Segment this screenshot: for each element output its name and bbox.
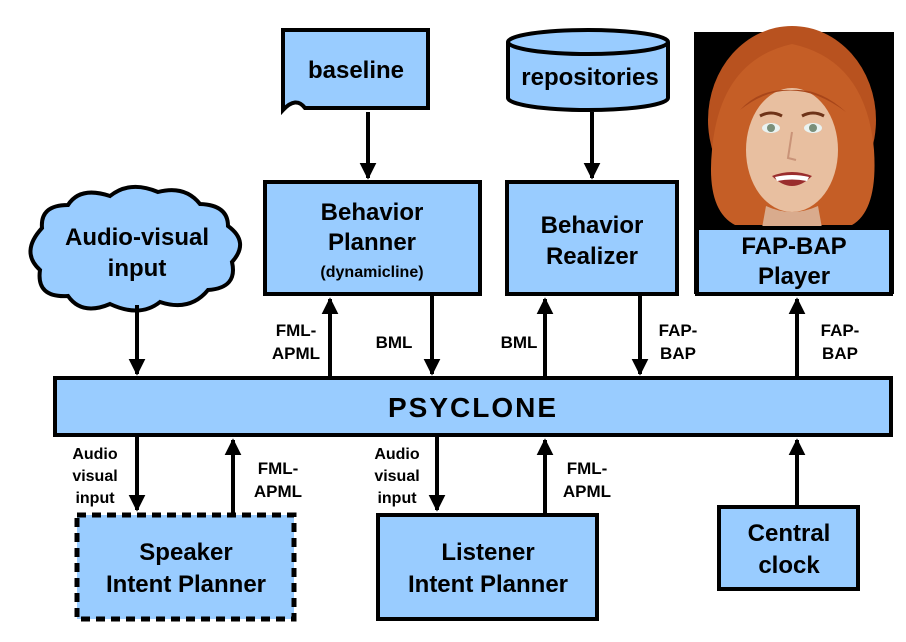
psyclone-label: PSYCLONE (388, 392, 558, 423)
behavior-planner-line1: Behavior (321, 199, 424, 226)
edge-label-fml-apml-planner-1: FML- (276, 321, 317, 340)
edge-label-av-speaker-3: input (75, 490, 115, 507)
edge-label-av-listener-1: Audio (374, 446, 420, 463)
baseline-label: baseline (308, 57, 404, 84)
repositories-node: repositories (506, 28, 670, 112)
central-clock-line2: clock (758, 552, 820, 579)
psyclone-node: PSYCLONE (53, 376, 893, 437)
edge-label-fml-apml-listener-1: FML- (567, 459, 608, 478)
central-clock-node: Central clock (717, 505, 860, 591)
repositories-label: repositories (521, 64, 658, 91)
edge-label-av-speaker-2: visual (72, 468, 117, 485)
behavior-realizer-node: Behavior Realizer (505, 180, 679, 296)
edge-label-av-listener-3: input (377, 490, 417, 507)
listener-intent-planner-line1: Listener (441, 539, 534, 566)
behavior-realizer-line2: Realizer (546, 243, 638, 270)
edge-label-fml-apml-planner-2: APML (272, 344, 320, 363)
edge-label-bml-planner: BML (376, 333, 413, 352)
central-clock-line1: Central (748, 520, 831, 547)
baseline-node: baseline (281, 28, 430, 116)
behavior-realizer-line1: Behavior (541, 212, 644, 239)
edge-label-av-listener-2: visual (374, 468, 419, 485)
edge-label-fml-apml-speaker-1: FML- (258, 459, 299, 478)
fap-bap-player-line1: FAP-BAP (741, 233, 846, 260)
audio-visual-input-line2: input (108, 255, 167, 282)
audio-visual-input-node: Audio-visual input (28, 184, 242, 313)
speaker-intent-planner-line1: Speaker (139, 539, 232, 566)
edge-label-fap-bap-player-1: FAP- (821, 321, 860, 340)
listener-intent-planner-node: Listener Intent Planner (376, 513, 599, 621)
behavior-planner-line2: Planner (328, 229, 416, 256)
listener-intent-planner-line2: Intent Planner (408, 571, 568, 598)
edge-label-fml-apml-listener-2: APML (563, 482, 611, 501)
edge-label-bml-realizer: BML (501, 333, 538, 352)
female-avatar-face-icon (708, 26, 876, 228)
edge-label-fap-bap-player-2: BAP (822, 344, 858, 363)
speaker-intent-planner-node: Speaker Intent Planner (74, 512, 297, 622)
edge-label-fap-bap-realizer-2: BAP (660, 344, 696, 363)
fap-bap-player-node: FAP-BAP Player (694, 26, 894, 296)
speaker-intent-planner-line2: Intent Planner (106, 571, 266, 598)
behavior-planner-line3: (dynamicline) (320, 264, 423, 281)
edge-label-fap-bap-realizer-1: FAP- (659, 321, 698, 340)
fap-bap-player-line2: Player (758, 263, 830, 290)
audio-visual-input-line1: Audio-visual (65, 224, 209, 251)
behavior-planner-node: Behavior Planner (dynamicline) (263, 180, 482, 296)
edge-label-av-speaker-1: Audio (72, 446, 118, 463)
edge-label-fml-apml-speaker-2: APML (254, 482, 302, 501)
